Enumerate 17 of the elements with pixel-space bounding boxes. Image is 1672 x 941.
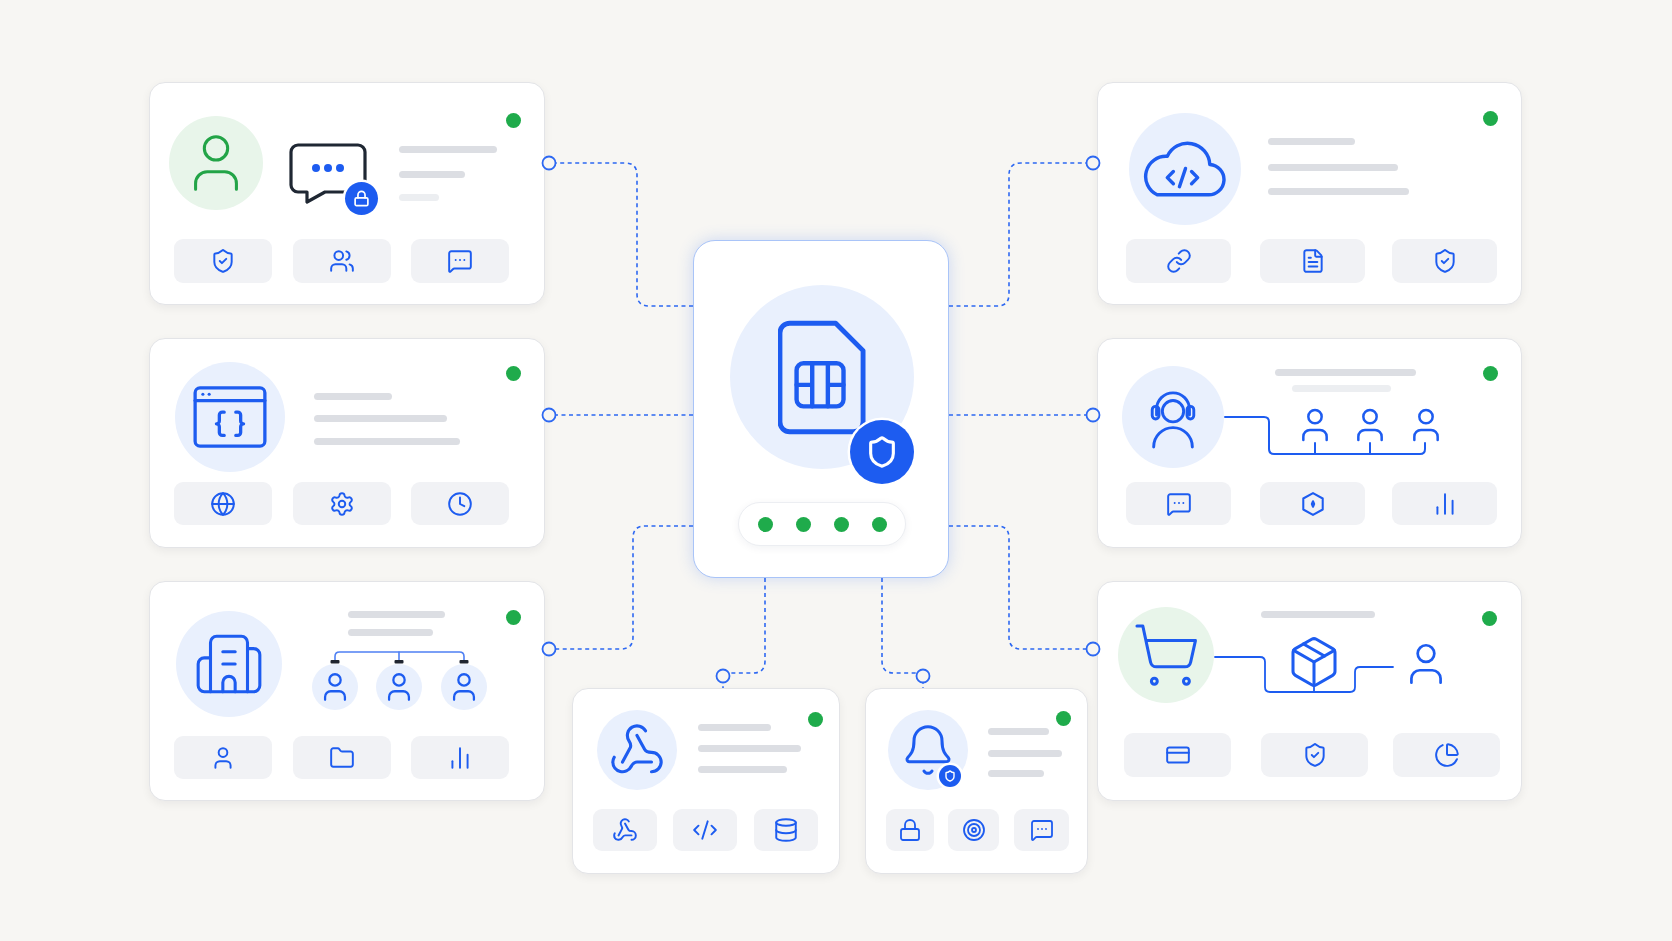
connector-line <box>948 155 1101 307</box>
feature-card <box>149 82 545 305</box>
connector-line <box>881 577 931 689</box>
feature-card <box>1097 338 1522 548</box>
connector-line <box>948 525 1101 657</box>
hub-card <box>693 240 949 578</box>
connector-line <box>715 577 766 689</box>
connector-line <box>541 407 694 423</box>
feature-card <box>865 688 1088 874</box>
connector-line <box>541 155 694 307</box>
feature-card <box>1097 581 1522 801</box>
feature-card <box>1097 82 1522 305</box>
connector-line <box>948 407 1101 423</box>
connector-line <box>541 525 694 657</box>
feature-card <box>149 338 545 548</box>
feature-card <box>572 688 840 874</box>
feature-card <box>149 581 545 801</box>
